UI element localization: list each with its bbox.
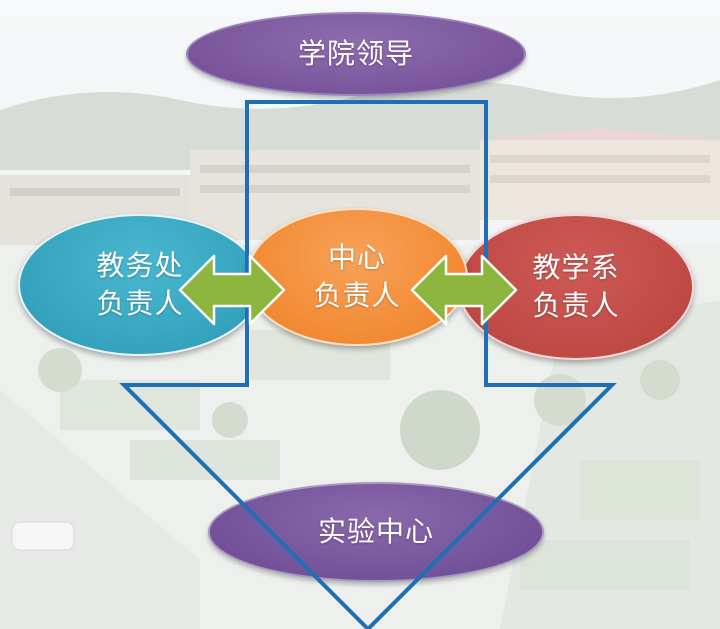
- node-academic-affairs-head-label: 教务处 负责人: [96, 249, 184, 320]
- node-teaching-department-head-label: 教学系 负责人: [532, 251, 620, 322]
- node-center-head: 中心 负责人: [246, 208, 468, 346]
- node-college-leadership: 学院领导: [186, 12, 526, 96]
- node-center-head-label: 中心 负责人: [313, 241, 401, 312]
- node-lab-center: 实验中心: [208, 482, 544, 582]
- node-academic-affairs-head: 教务处 负责人: [18, 214, 262, 356]
- node-lab-center-label: 实验中心: [317, 515, 434, 548]
- node-college-leadership-label: 学院领导: [297, 37, 414, 70]
- node-teaching-department-head: 教学系 负责人: [458, 214, 694, 360]
